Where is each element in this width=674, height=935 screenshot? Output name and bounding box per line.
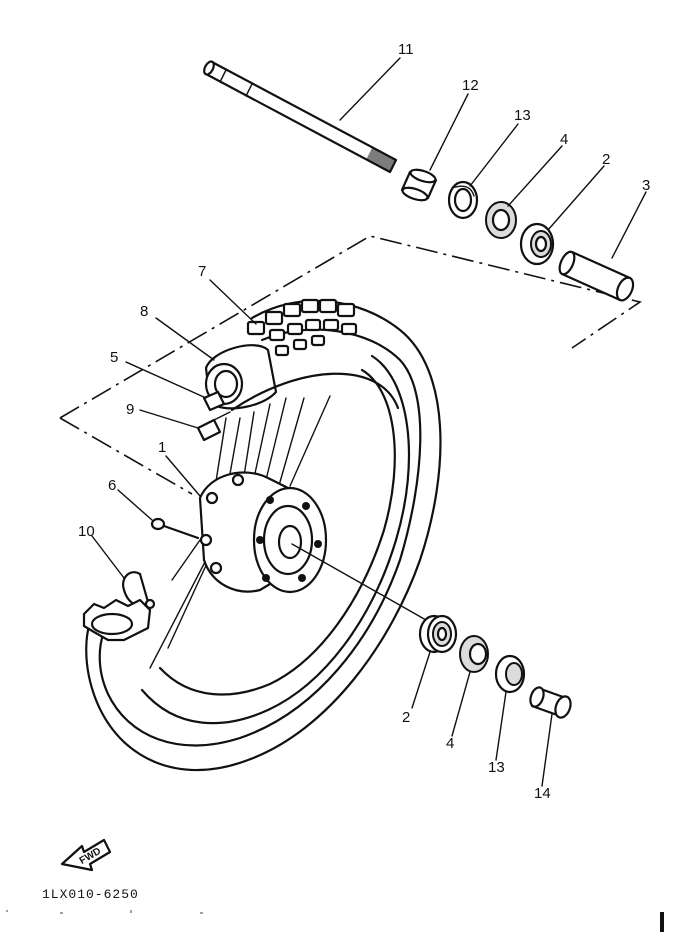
label-part-4-top: 4 xyxy=(560,131,568,148)
bearing-4-bottom xyxy=(459,635,489,673)
label-part-7: 7 xyxy=(198,263,206,280)
collar-14 xyxy=(529,686,572,719)
rim xyxy=(230,372,400,412)
rim-band xyxy=(202,390,226,412)
spacer-tube-3 xyxy=(558,250,635,302)
label-part-8: 8 xyxy=(140,303,148,320)
label-part-2-top: 2 xyxy=(602,151,610,168)
label-part-1: 1 xyxy=(158,439,166,456)
label-part-5: 5 xyxy=(110,349,118,366)
hub xyxy=(198,471,328,594)
balance-weight xyxy=(150,517,200,540)
assembly-boundary-lower xyxy=(59,417,193,495)
label-part-2-bottom: 2 xyxy=(402,709,410,726)
assembly-boundary xyxy=(59,235,642,419)
valve-nut xyxy=(196,411,231,442)
bearing-2-bottom xyxy=(418,614,458,654)
label-part-14: 14 xyxy=(534,785,551,802)
tire-tread xyxy=(246,298,358,357)
label-part-10: 10 xyxy=(78,523,95,540)
label-part-13-bottom: 13 xyxy=(488,759,505,776)
label-part-9: 9 xyxy=(126,401,134,418)
oil-seal-13-bottom xyxy=(494,654,526,694)
bearing-2-top xyxy=(519,222,555,266)
bearing-4-top xyxy=(485,201,517,239)
rim-lock xyxy=(82,571,156,642)
tire xyxy=(85,298,442,772)
label-part-3: 3 xyxy=(642,177,650,194)
label-part-6: 6 xyxy=(108,477,116,494)
diagram-code: 1LX010-6250 xyxy=(42,887,139,902)
collar-12 xyxy=(400,168,438,202)
label-part-13-top: 13 xyxy=(514,107,531,124)
axle-shaft xyxy=(203,60,398,174)
oil-seal-13-top xyxy=(447,180,479,220)
leader-lines xyxy=(91,57,647,787)
scan-artifacts xyxy=(6,910,664,932)
fwd-arrow-icon: FWD xyxy=(60,838,112,872)
axle-centerline xyxy=(291,543,427,621)
label-part-11: 11 xyxy=(398,41,414,58)
label-part-12: 12 xyxy=(462,77,479,94)
label-part-4-bottom: 4 xyxy=(446,735,454,752)
